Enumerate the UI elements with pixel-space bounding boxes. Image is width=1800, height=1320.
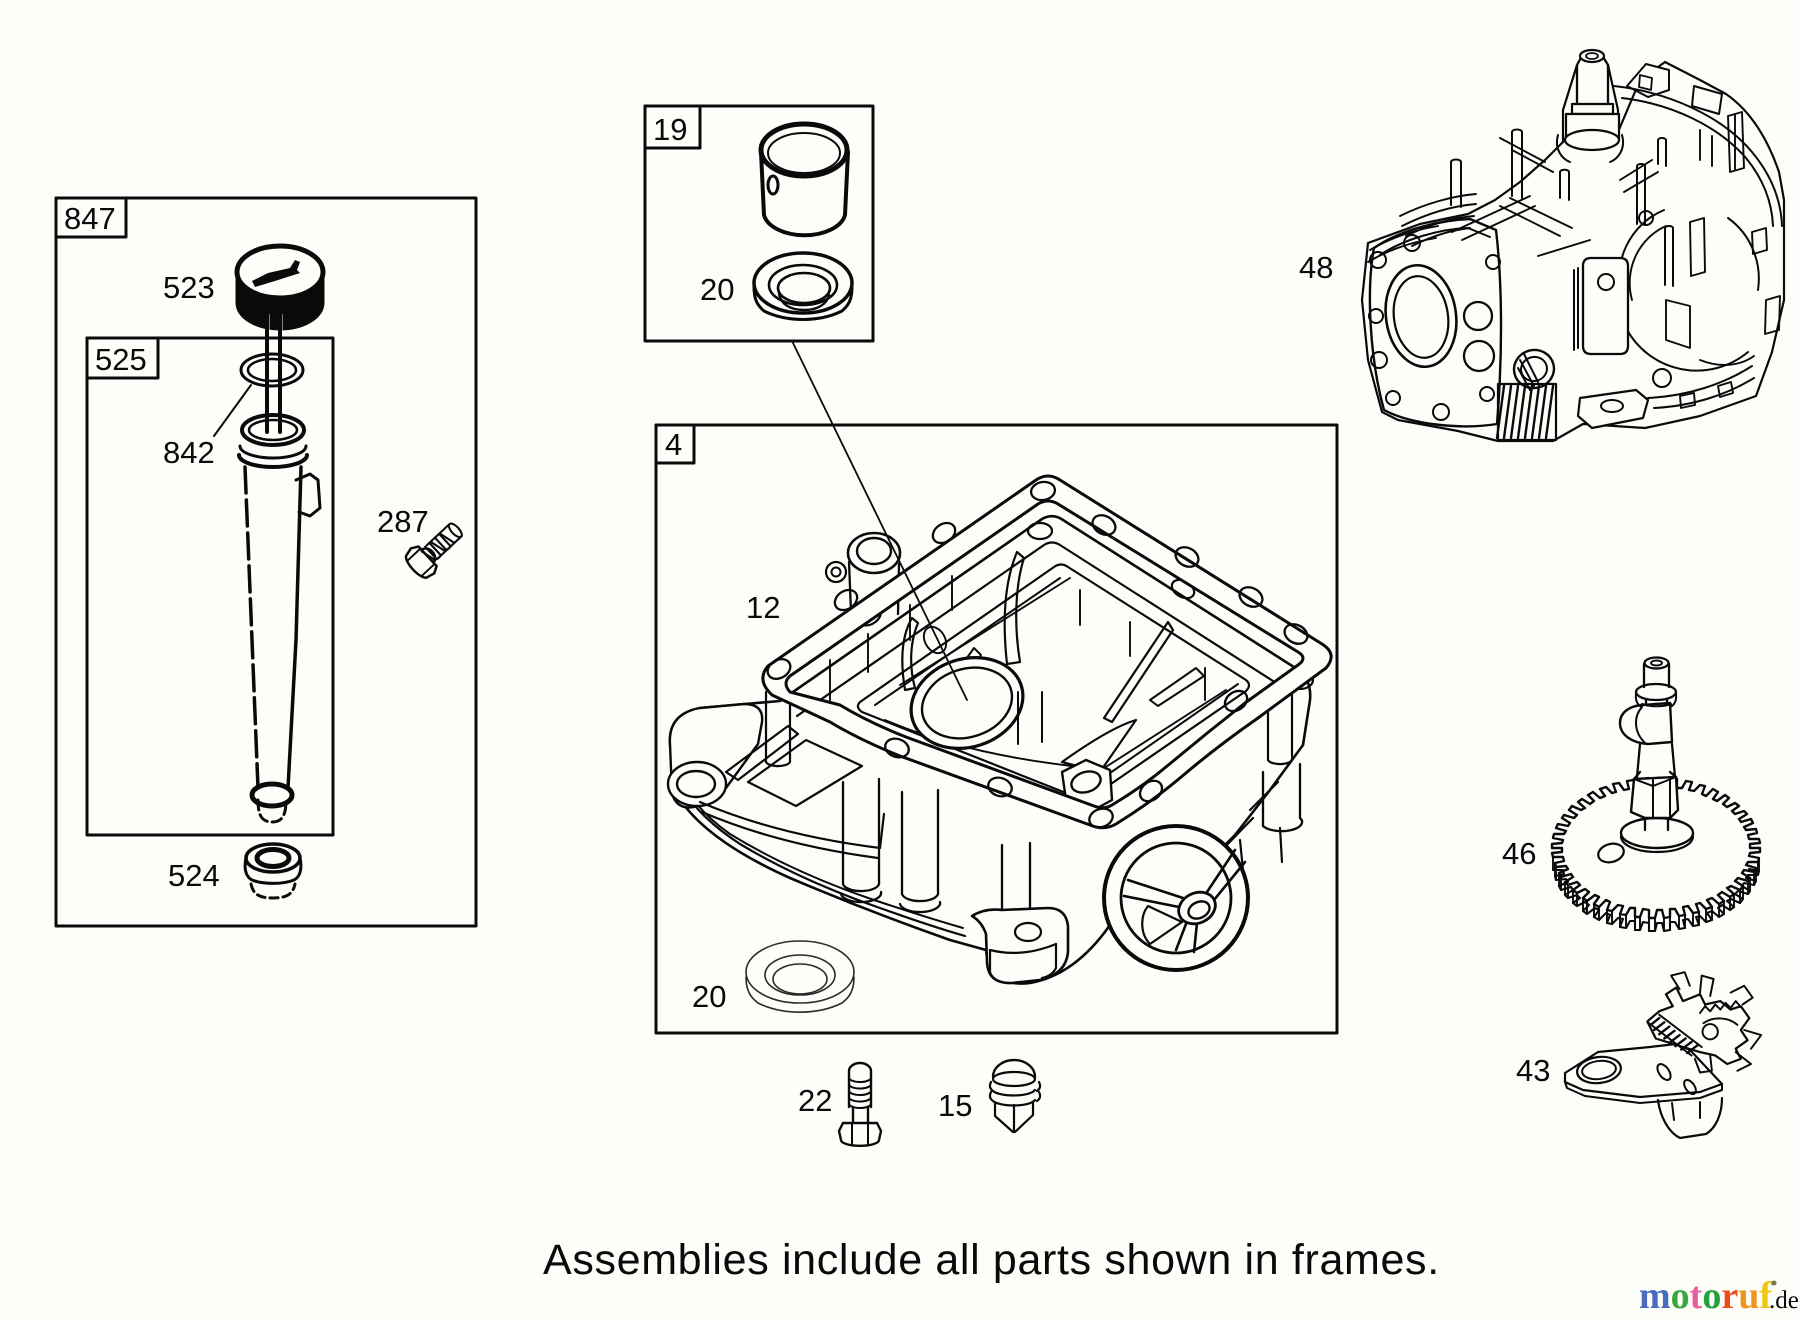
svg-text:19: 19 [653, 112, 687, 147]
svg-text:15: 15 [938, 1088, 972, 1123]
svg-text:524: 524 [168, 858, 220, 893]
svg-text:motoruf: motoruf [1639, 1275, 1773, 1317]
svg-text:4: 4 [665, 427, 682, 462]
svg-text:20: 20 [692, 979, 726, 1014]
svg-text:Assemblies include all parts s: Assemblies include all parts shown in fr… [543, 1236, 1440, 1284]
svg-text:20: 20 [700, 272, 734, 307]
svg-text:842: 842 [163, 435, 215, 470]
svg-text:48: 48 [1299, 250, 1333, 285]
svg-text:43: 43 [1516, 1053, 1550, 1088]
svg-text:847: 847 [64, 201, 116, 236]
svg-text:525: 525 [95, 342, 147, 377]
svg-text:46: 46 [1502, 836, 1536, 871]
svg-text:22: 22 [798, 1083, 832, 1118]
svg-text:287: 287 [377, 504, 429, 539]
svg-text:12: 12 [746, 590, 780, 625]
svg-text:523: 523 [163, 270, 215, 305]
svg-text:.de: .de [1769, 1287, 1799, 1314]
